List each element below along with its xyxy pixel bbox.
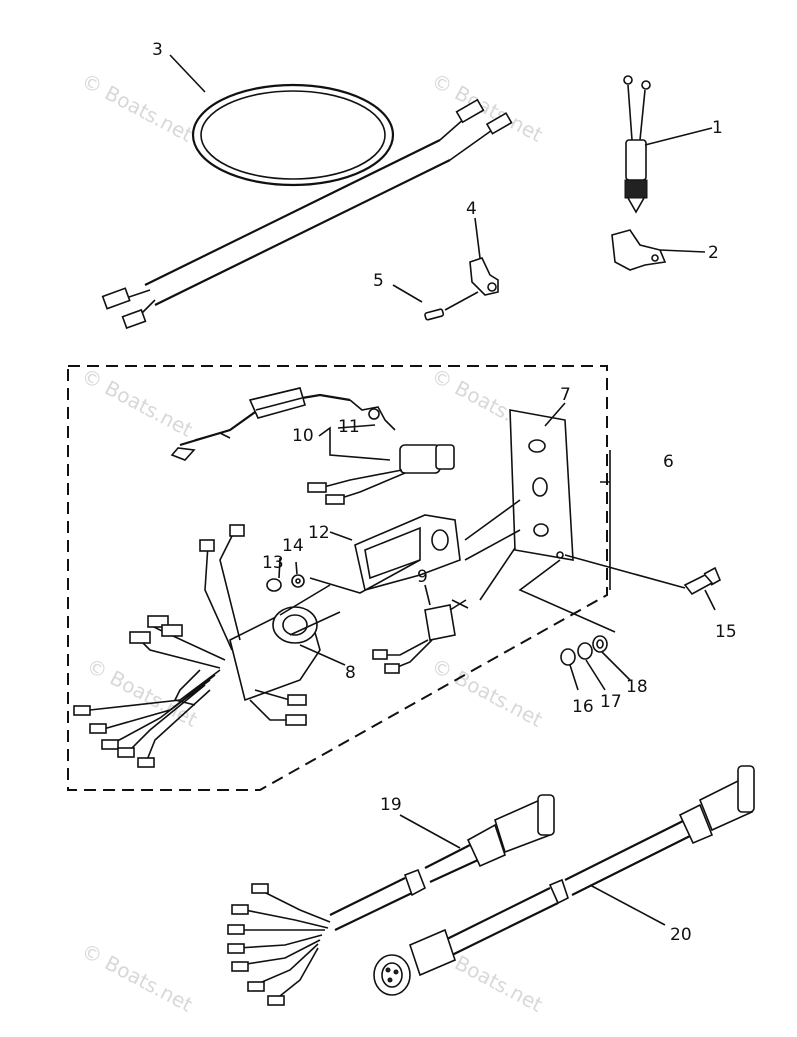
callout-20: 20 bbox=[670, 925, 692, 945]
callout-16: 16 bbox=[572, 697, 594, 717]
watermark-text: © Boats.net bbox=[78, 68, 197, 147]
callout-11: 11 bbox=[338, 417, 360, 437]
part-3-cable bbox=[101, 83, 513, 330]
leader-lines bbox=[169, 54, 716, 926]
callout-8: 8 bbox=[345, 663, 356, 683]
callout-7: 7 bbox=[560, 385, 571, 405]
callout-9: 9 bbox=[417, 567, 428, 587]
part-14-washer bbox=[291, 574, 305, 588]
callout-12: 12 bbox=[308, 523, 330, 543]
callout-14: 14 bbox=[282, 536, 304, 556]
callout-15: 15 bbox=[715, 622, 737, 642]
callout-19: 19 bbox=[380, 795, 402, 815]
watermark-text: © Boats.net bbox=[78, 363, 197, 442]
part-16-nut bbox=[560, 648, 576, 666]
callout-4: 4 bbox=[466, 199, 477, 219]
watermark-text: © Boats.net bbox=[83, 653, 202, 732]
part-12-bracket bbox=[354, 514, 461, 591]
part-18-washer bbox=[592, 635, 608, 653]
part-5-pin bbox=[424, 308, 445, 321]
watermark-text: © Boats.net bbox=[78, 938, 197, 1017]
part-17-washer bbox=[577, 642, 593, 660]
part-13-screw bbox=[266, 578, 282, 592]
part-4-clamp bbox=[469, 257, 499, 296]
part-15-bolt bbox=[683, 566, 722, 596]
part-10-switch bbox=[170, 387, 455, 505]
callout-17: 17 bbox=[600, 692, 622, 712]
part-20-harness bbox=[373, 765, 755, 996]
assembly-dashed-box bbox=[67, 365, 608, 791]
part-1-sensor bbox=[623, 75, 651, 214]
callout-13: 13 bbox=[262, 553, 284, 573]
callout-2: 2 bbox=[708, 243, 719, 263]
callout-labels: 3 1 2 4 5 7 6 10 11 12 14 13 9 8 15 16 1… bbox=[152, 40, 737, 945]
callout-6: 6 bbox=[663, 452, 674, 472]
callout-1: 1 bbox=[712, 118, 723, 138]
callout-5: 5 bbox=[373, 271, 384, 291]
watermark-text: © Boats.net bbox=[428, 653, 547, 732]
part-9-toggle bbox=[372, 599, 469, 674]
callout-3: 3 bbox=[152, 40, 163, 60]
part-19-harness bbox=[227, 794, 555, 1006]
callout-18: 18 bbox=[626, 677, 648, 697]
part-8-main-switch bbox=[73, 524, 341, 768]
callout-10: 10 bbox=[292, 426, 314, 446]
part-7-plate bbox=[509, 409, 574, 561]
part-2-bracket bbox=[611, 229, 667, 271]
